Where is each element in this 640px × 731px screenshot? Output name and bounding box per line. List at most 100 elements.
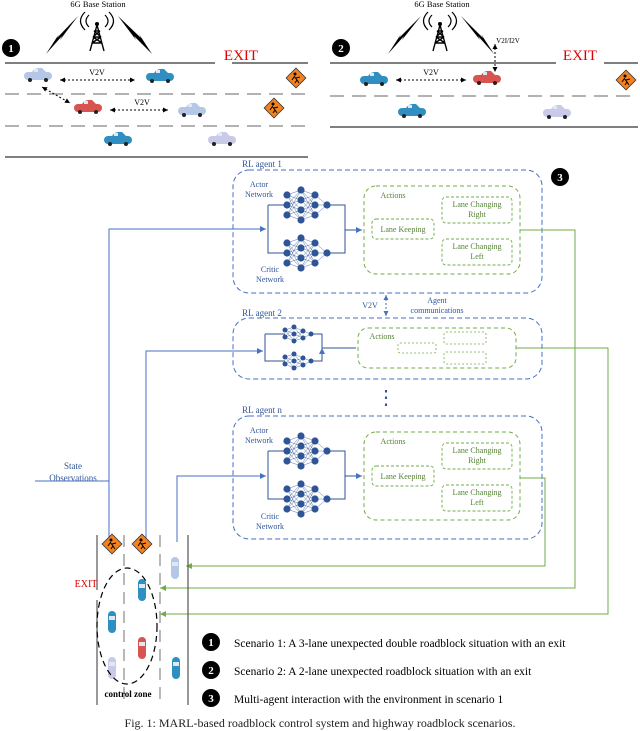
svg-text:Lane Keeping: Lane Keeping [380, 472, 425, 481]
svg-text:1: 1 [8, 43, 14, 55]
car-icon [108, 657, 116, 679]
state-label: State [64, 461, 82, 471]
critic-label: Critic [261, 512, 280, 521]
state-label: Observations [49, 473, 97, 483]
svg-text:Lane Changing: Lane Changing [452, 446, 501, 455]
actions-label: Actions [381, 191, 406, 200]
car-icon [172, 657, 180, 679]
critic-network-icon [282, 351, 314, 371]
car-icon [146, 68, 174, 83]
cell-tower-icon [422, 11, 458, 52]
action-box [397, 342, 437, 354]
actor-network-icon [282, 185, 332, 225]
vertical-road: EXIT control zone [75, 533, 189, 705]
actions-label: Actions [381, 437, 406, 446]
roadblock-sign-icon [101, 533, 123, 555]
action-lane-change-right [441, 442, 513, 470]
rl-agent-2: RL agent 2 Actions [232, 308, 543, 380]
panel-3-badge: 3 [551, 168, 569, 186]
action-lane-change-left [441, 484, 513, 512]
lightning-icon [46, 16, 152, 54]
critic-network-icon [282, 479, 332, 519]
legend-text: Scenario 2: A 2-lane unexpected roadbloc… [234, 666, 532, 678]
car-icon [543, 104, 571, 119]
svg-text:Left: Left [470, 498, 484, 507]
svg-text:3: 3 [208, 693, 214, 705]
v2v-label: V2V [423, 68, 439, 77]
exit-sign-label: EXIT [75, 579, 98, 590]
car-icon [360, 71, 388, 86]
action-lane-keeping [371, 218, 435, 240]
roadblock-sign-icon [285, 67, 307, 89]
agent-comm-label: Agent [427, 296, 447, 305]
actions-group [363, 431, 521, 521]
action-feedback [160, 229, 609, 617]
agent-title: RL agent n [242, 405, 282, 415]
action-box [443, 351, 487, 365]
roadblock-sign-icon [131, 533, 153, 555]
svg-text:2: 2 [338, 43, 344, 55]
svg-text:Lane Changing: Lane Changing [452, 242, 501, 251]
base-station-label: 6G Base Station [70, 0, 126, 9]
scenario-2-number-badge: 2 [332, 39, 350, 57]
svg-text:1: 1 [208, 637, 214, 649]
scenario-1-panel: 1 6G Base Station EXIT V2V V2V [2, 0, 308, 158]
svg-text:2: 2 [208, 665, 214, 677]
svg-text:3: 3 [557, 172, 563, 184]
actions-label: Actions [370, 332, 395, 341]
svg-text:Lane Changing: Lane Changing [452, 488, 501, 497]
rl-agent-1: RL agent 1 Actor Network Critic Network … [232, 159, 543, 294]
legend-item-2: 2 Scenario 2: A 2-lane unexpected roadbl… [202, 661, 532, 679]
svg-text:Lane Changing: Lane Changing [452, 200, 501, 209]
legend-item-1: 1 Scenario 1: A 3-lane unexpected double… [202, 633, 566, 651]
scenario-2-panel: 2 6G Base Station V2I/I2V EXIT V2V [330, 0, 638, 128]
actor-label: Actor [250, 180, 269, 189]
svg-text:Left: Left [470, 252, 484, 261]
car-icon [178, 102, 206, 117]
more-agents-ellipsis: ⋮ [376, 387, 396, 409]
v2v-link [41, 86, 71, 104]
legend-text: Multi-agent interaction with the environ… [234, 694, 503, 706]
action-box [443, 331, 487, 345]
control-zone-label: control zone [104, 689, 151, 699]
action-lane-change-left [441, 238, 513, 266]
actor-network-icon [282, 324, 314, 344]
critic-network-icon [282, 233, 332, 273]
base-station-label: 6G Base Station [414, 0, 470, 9]
roadblock-sign-icon [615, 69, 637, 91]
v2i-label: V2I/I2V [496, 37, 520, 45]
legend-item-3: 3 Multi-agent interaction with the envir… [202, 689, 503, 707]
state-observations: State Observations [35, 226, 266, 542]
scenario-1-number-badge: 1 [2, 39, 20, 57]
exit-sign-label: EXIT [224, 48, 258, 64]
car-icon [473, 70, 501, 85]
critic-label: Network [256, 275, 284, 284]
critic-label: Critic [261, 265, 280, 274]
car-icon [398, 103, 426, 118]
agent-comm-label: communications [411, 306, 464, 315]
v2v-label: V2V [134, 98, 150, 107]
action-lane-keeping [371, 465, 435, 487]
v2v-label: V2V [362, 301, 378, 310]
action-lane-change-right [441, 196, 513, 224]
car-icon [138, 579, 146, 601]
figure-caption: Fig. 1: MARL-based roadblock control sys… [124, 716, 516, 730]
car-icon [138, 637, 146, 659]
agent-title: RL agent 1 [242, 159, 282, 169]
agent-communication: V2V Agent communications [362, 295, 463, 316]
actor-network-icon [282, 431, 332, 471]
car-icon [24, 67, 52, 82]
v2v-label: V2V [89, 68, 105, 77]
lightning-icon [388, 16, 494, 54]
legend-text: Scenario 1: A 3-lane unexpected double r… [234, 638, 566, 650]
agent-title: RL agent 2 [242, 308, 282, 318]
critic-label: Network [256, 522, 284, 531]
car-icon [74, 99, 102, 114]
control-zone-outline [96, 567, 158, 685]
svg-text:Lane Keeping: Lane Keeping [380, 225, 425, 234]
exit-sign-label: EXIT [563, 48, 597, 64]
car-icon [108, 611, 116, 633]
actor-label: Actor [250, 426, 269, 435]
svg-text:Right: Right [468, 210, 487, 219]
svg-text:Right: Right [468, 456, 487, 465]
